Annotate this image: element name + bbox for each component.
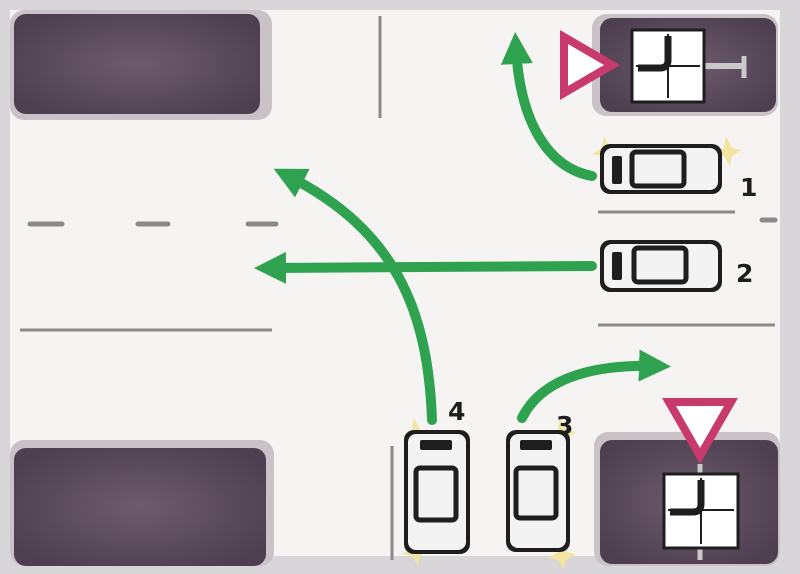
car-3 — [506, 418, 576, 570]
road-markings — [20, 16, 778, 560]
car-1 — [592, 136, 742, 194]
corner-block-top-left — [10, 10, 272, 120]
car-1-label: 1 — [740, 173, 757, 202]
car-4-label: 4 — [448, 397, 465, 426]
movement-arrows — [254, 32, 671, 425]
arrow-car-1-left-turn — [500, 32, 597, 181]
give-way-sign-top — [560, 30, 620, 100]
car-3-label: 3 — [556, 411, 573, 440]
car-2-label: 2 — [736, 259, 753, 288]
arrow-car-2-straight — [254, 251, 597, 284]
give-way-sign-bottom — [662, 398, 738, 464]
corner-block-bottom-left — [10, 440, 274, 566]
main-road-plate-bottom — [662, 464, 740, 560]
car-2 — [600, 240, 722, 292]
car-4 — [402, 418, 470, 566]
arrow-car-3-right-turn — [517, 349, 671, 423]
main-road-plate-top — [630, 28, 747, 104]
arrow-car-4-left-turn — [273, 168, 437, 425]
